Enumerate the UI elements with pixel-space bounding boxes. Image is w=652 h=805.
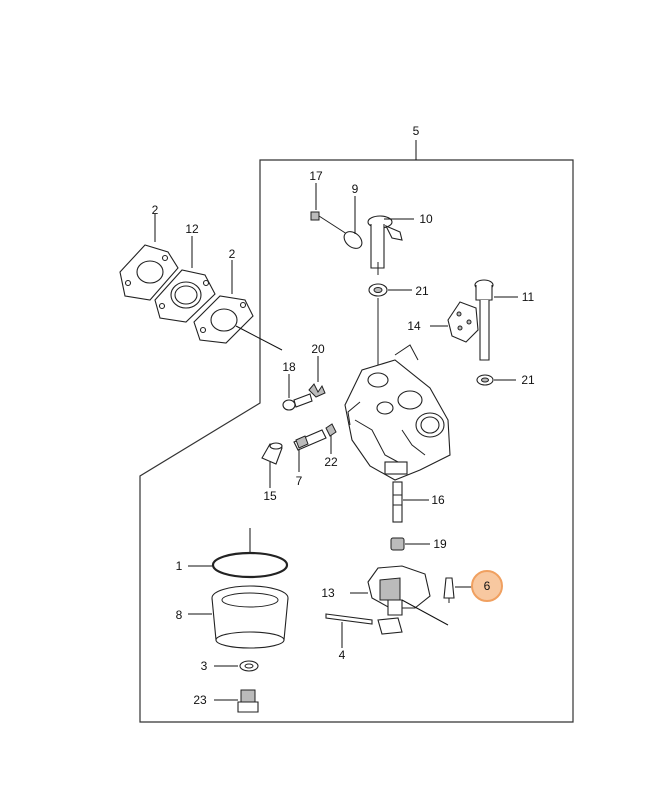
callout-8: 8 bbox=[176, 608, 183, 622]
callout-10: 10 bbox=[419, 212, 433, 226]
choke-shaft-11 bbox=[474, 279, 494, 361]
callout-5: 5 bbox=[413, 124, 420, 138]
throttle-shaft-10 bbox=[367, 215, 403, 275]
choke-plate-14 bbox=[447, 301, 479, 343]
callout-20: 20 bbox=[311, 342, 325, 356]
callout-labels: 5 17 9 10 2 12 2 21 11 14 20 18 21 22 7 … bbox=[152, 124, 535, 707]
idle-screw-18 bbox=[282, 393, 313, 411]
gasket-right bbox=[193, 295, 254, 344]
highlight-callout-6 bbox=[471, 570, 503, 602]
pin-4 bbox=[325, 613, 373, 625]
float-13 bbox=[367, 565, 431, 616]
callout-22: 22 bbox=[324, 455, 338, 469]
callout-9: 9 bbox=[352, 182, 359, 196]
callout-21a: 21 bbox=[415, 284, 429, 298]
callout-23: 23 bbox=[193, 693, 207, 707]
callout-12: 12 bbox=[185, 222, 199, 236]
callout-11: 11 bbox=[522, 290, 535, 304]
throttle-plate-9 bbox=[343, 231, 363, 249]
jet-7 bbox=[293, 429, 327, 451]
needle-16 bbox=[392, 481, 403, 523]
callout-7: 7 bbox=[296, 474, 303, 488]
gasket-left bbox=[119, 244, 179, 301]
seal-21-top bbox=[368, 283, 388, 297]
callout-14: 14 bbox=[407, 319, 421, 333]
float-bowl-8 bbox=[211, 585, 289, 649]
assembly-frame bbox=[139, 140, 574, 723]
callout-15: 15 bbox=[263, 489, 277, 503]
jet-holder-15 bbox=[261, 442, 283, 465]
screw-22 bbox=[325, 423, 337, 437]
callout-19: 19 bbox=[433, 537, 447, 551]
callout-4: 4 bbox=[339, 648, 346, 662]
float-valve-piece bbox=[377, 617, 403, 635]
bolt-23 bbox=[237, 689, 259, 713]
callout-1: 1 bbox=[176, 559, 183, 573]
washer-3 bbox=[239, 660, 259, 672]
callout-16: 16 bbox=[431, 493, 445, 507]
callout-2a: 2 bbox=[152, 203, 159, 217]
callout-17: 17 bbox=[309, 169, 323, 183]
spacer-gasket bbox=[154, 269, 216, 323]
callout-13: 13 bbox=[321, 586, 335, 600]
callout-3: 3 bbox=[201, 659, 208, 673]
spring-19 bbox=[390, 537, 405, 551]
callout-21b: 21 bbox=[521, 373, 535, 387]
seal-21-bottom bbox=[476, 374, 494, 386]
carburetor-body bbox=[344, 344, 451, 481]
callout-18: 18 bbox=[282, 360, 296, 374]
spring-20 bbox=[308, 383, 326, 398]
screw-17 bbox=[310, 211, 351, 237]
callout-2b: 2 bbox=[229, 247, 236, 261]
bowl-gasket-1 bbox=[211, 551, 289, 579]
needle-valve-6 bbox=[443, 577, 455, 603]
callout-6: 6 bbox=[484, 579, 491, 593]
